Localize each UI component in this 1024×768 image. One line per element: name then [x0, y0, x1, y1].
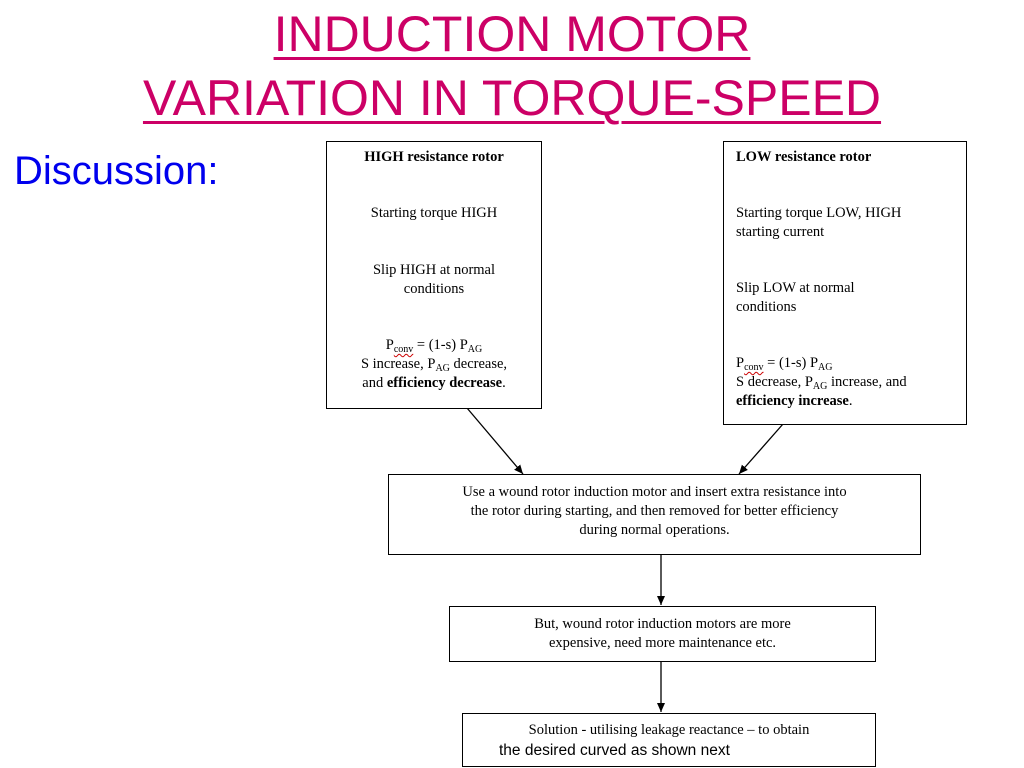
- p-symbol: P: [385, 337, 394, 353]
- efficiency-text: efficiency decrease: [386, 375, 503, 391]
- ag-subscript: AG: [818, 362, 833, 373]
- discussion-label: Discussion:: [14, 149, 219, 193]
- low-step-torque-line-1: Starting torque LOW, HIGH: [736, 205, 902, 221]
- high-step-slip-line-2: conditions: [403, 281, 465, 297]
- low-step-slip-line-1: Slip LOW at normal: [736, 280, 855, 296]
- low-resistance-box: LOW resistance rotor Starting torque LOW…: [723, 141, 967, 425]
- period: .: [848, 393, 853, 409]
- low-box-heading: LOW resistance rotor: [736, 149, 872, 165]
- low-efficiency-line: efficiency increase.: [736, 392, 853, 411]
- equation-text: = (1-s) P: [413, 337, 468, 353]
- page-title-line-1: INDUCTION MOTOR: [273, 6, 751, 62]
- page-title-line-2: VARIATION IN TORQUE-SPEED: [142, 70, 882, 126]
- high-power-equation: Pconv = (1-s) PAG: [327, 336, 541, 355]
- high-efficiency-line: and efficiency decrease.: [327, 374, 541, 393]
- cost-drawback-box: But, wound rotor induction motors are mo…: [449, 606, 876, 662]
- equation-text: = (1-s) P: [763, 355, 819, 371]
- low-step-slip-line-2: conditions: [736, 299, 797, 315]
- wound-rotor-line-3: during normal operations.: [579, 522, 730, 538]
- cost-drawback-line-2: expensive, need more maintenance etc.: [548, 635, 777, 651]
- high-box-heading: HIGH resistance rotor: [364, 149, 504, 165]
- slip-effect-text: S increase, P: [360, 356, 436, 372]
- low-to-wound-arrow: [738, 423, 784, 475]
- slip-effect-text: S decrease, P: [736, 374, 813, 390]
- high-slip-effect-line: S increase, PAG decrease,: [327, 355, 541, 374]
- low-step-torque-line-2: starting current: [736, 224, 825, 240]
- solution-line-2: the desired curved as shown next: [499, 742, 730, 759]
- solution-line-1: Solution - utilising leakage reactance –…: [528, 722, 810, 738]
- ag-subscript: AG: [812, 381, 828, 392]
- high-step-starting-torque: Starting torque HIGH: [370, 205, 498, 221]
- slip-effect-text-end: decrease,: [449, 356, 508, 372]
- ag-subscript: AG: [467, 344, 483, 355]
- ag-subscript: AG: [435, 363, 450, 374]
- wound-rotor-line-1: Use a wound rotor induction motor and in…: [462, 484, 847, 500]
- high-to-wound-arrow: [466, 407, 524, 475]
- period: .: [502, 375, 506, 391]
- conv-subscript: conv: [393, 344, 414, 355]
- conv-subscript: conv: [744, 362, 764, 373]
- low-slip-effect-line: S decrease, PAG increase, and: [736, 373, 907, 392]
- solution-box: Solution - utilising leakage reactance –…: [462, 713, 876, 767]
- wound-rotor-line-2: the rotor during starting, and then remo…: [470, 503, 839, 519]
- and-text: and: [362, 375, 387, 391]
- efficiency-text: efficiency increase: [736, 393, 849, 409]
- low-power-equation: Pconv = (1-s) PAG: [736, 354, 832, 373]
- wound-rotor-box: Use a wound rotor induction motor and in…: [388, 474, 921, 555]
- high-resistance-box: HIGH resistance rotor Starting torque HI…: [326, 141, 542, 409]
- slip-effect-text-end: increase, and: [827, 374, 907, 390]
- cost-drawback-line-1: But, wound rotor induction motors are mo…: [534, 616, 791, 632]
- high-step-slip-line-1: Slip HIGH at normal: [372, 262, 496, 278]
- p-symbol: P: [736, 355, 745, 371]
